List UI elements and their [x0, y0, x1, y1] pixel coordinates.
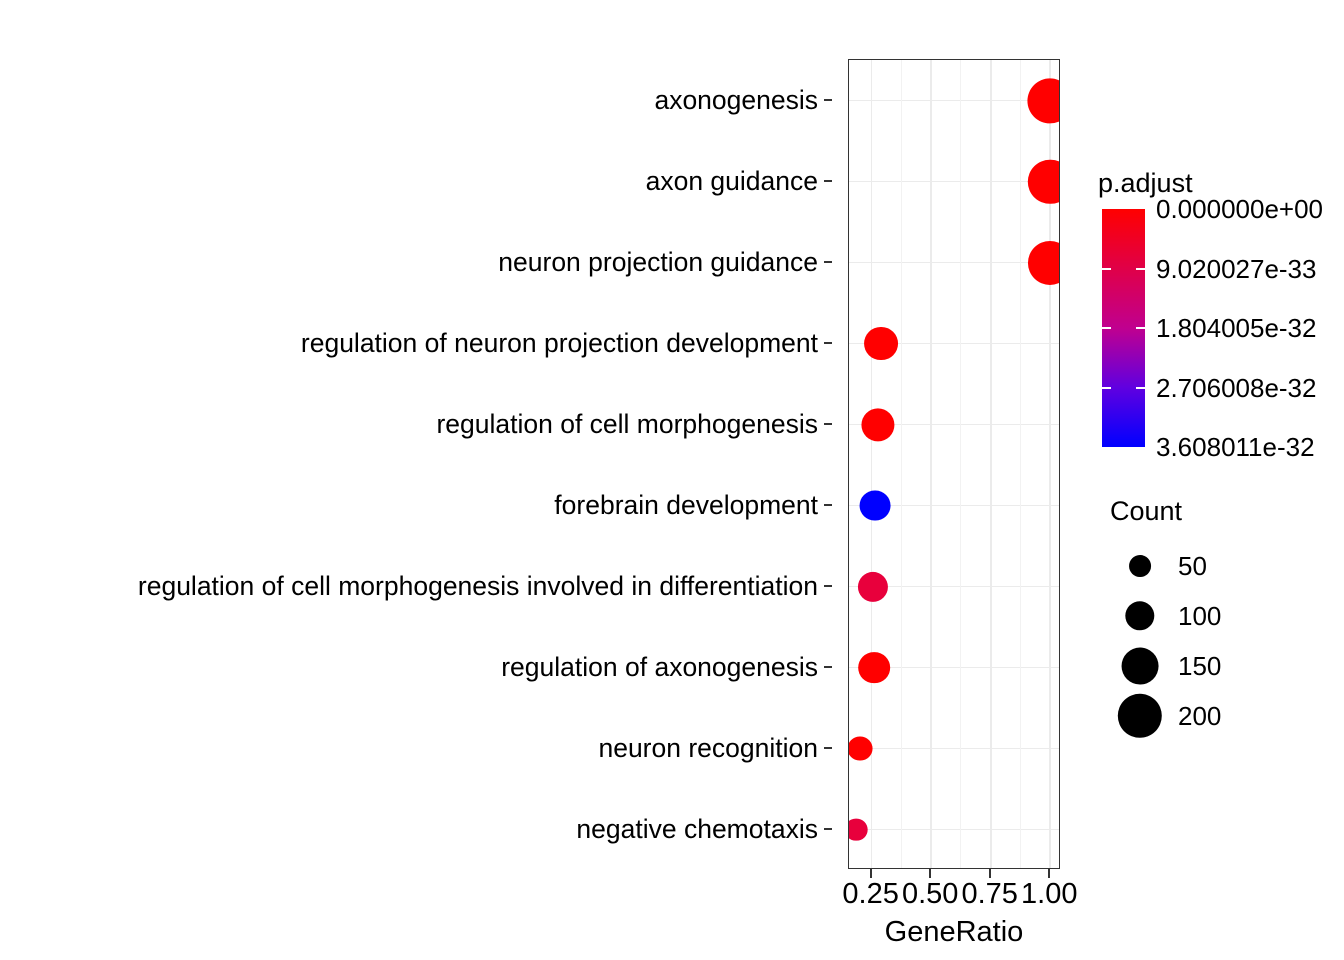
y-axis-tick-mark	[824, 179, 832, 182]
gridline-horizontal	[849, 342, 1059, 345]
gridline-horizontal	[849, 504, 1059, 507]
y-axis-tick-mark	[824, 422, 832, 425]
x-axis-tick-mark	[929, 869, 932, 878]
gridline-vertical-minor	[900, 60, 902, 868]
colorbar-tick-label: 2.706008e-32	[1156, 372, 1317, 403]
y-axis-tick-mark	[824, 584, 832, 587]
data-point-dot	[849, 736, 873, 761]
colorbar-tick-mark	[1102, 327, 1111, 329]
y-axis-tick-label: regulation of cell morphogenesis involve…	[137, 570, 818, 601]
gridline-horizontal	[849, 423, 1059, 426]
size-legend-row: 150	[1098, 641, 1344, 691]
size-legend: Count 50 100 150 200	[1098, 498, 1344, 741]
colorbar-tick-label: 9.020027e-33	[1156, 253, 1317, 284]
gridline-horizontal	[849, 585, 1059, 588]
y-axis-tick-label: neuron recognition	[598, 732, 818, 763]
size-legend-row: 200	[1098, 691, 1344, 741]
x-axis-tick-mark	[1048, 869, 1051, 878]
colorbar-tick-label: 3.608011e-32	[1156, 432, 1315, 462]
y-axis-tick-mark	[824, 665, 832, 668]
colorbar-tick-mark	[1136, 327, 1145, 329]
data-point-dot	[859, 490, 891, 521]
y-axis-tick-mark	[824, 98, 832, 101]
color-legend-title: p.adjust	[1098, 168, 1193, 198]
x-axis-tick-label: 0.50	[901, 878, 959, 910]
y-axis-tick-label: neuron projection guidance	[498, 246, 818, 277]
color-legend: p.adjust 0.000000e+00 9.020027e-33 1.80400…	[1098, 168, 1344, 461]
data-point-dot	[1028, 240, 1059, 285]
y-axis-tick-mark	[824, 260, 832, 263]
size-legend-dot	[1117, 693, 1163, 739]
data-point-dot	[857, 571, 888, 602]
x-axis-tick-label: 0.75	[961, 878, 1018, 910]
y-axis-tick-label: regulation of axonogenesis	[501, 651, 818, 682]
size-legend-label: 200	[1178, 701, 1222, 731]
data-point-dot	[858, 651, 890, 684]
gridline-horizontal	[849, 747, 1059, 750]
size-legend-row: 100	[1098, 591, 1344, 641]
y-axis-tick-label: negative chemotaxis	[576, 813, 818, 844]
gridline-horizontal	[849, 180, 1059, 183]
x-axis-tick-mark	[869, 869, 872, 878]
y-axis-tick-mark	[824, 341, 832, 344]
gridline-vertical-minor	[960, 60, 962, 868]
colorbar-tick-mark	[1102, 386, 1111, 389]
y-axis-tick-label: axonogenesis	[654, 84, 818, 115]
size-legend-dot	[1129, 555, 1151, 577]
colorbar-tick-mark	[1136, 386, 1145, 389]
data-point-dot	[849, 818, 868, 841]
gridline-vertical-major	[870, 60, 873, 868]
size-legend-dot	[1125, 601, 1155, 631]
gridline-horizontal	[849, 828, 1059, 831]
y-axis-tick-label: axon guidance	[645, 165, 818, 196]
data-point-dot	[861, 407, 895, 442]
y-axis-tick-mark	[824, 503, 832, 506]
size-legend-dot	[1121, 647, 1159, 685]
gridline-horizontal	[849, 261, 1059, 264]
y-axis-tick-label: regulation of cell morphogenesis	[436, 408, 818, 439]
gridline-vertical-major	[1049, 60, 1052, 868]
y-axis-tick-mark	[824, 746, 832, 749]
gridline-horizontal	[849, 666, 1059, 669]
x-axis-title: GeneRatio	[884, 916, 1024, 948]
x-axis-tick-mark	[988, 869, 991, 878]
data-point-dot	[864, 326, 899, 361]
y-axis-labels: axonogenesis axon guidance neuron projecti…	[0, 59, 832, 869]
gridline-vertical-major	[989, 60, 992, 868]
colorbar-tick-mark	[1136, 267, 1145, 270]
size-legend-label: 150	[1178, 651, 1222, 681]
data-point-dot	[1027, 77, 1059, 124]
y-axis-tick-label: forebrain development	[554, 489, 818, 520]
y-axis-tick-label: regulation of neuron projection developm…	[300, 327, 818, 358]
x-axis-tick-label: 1.00	[1021, 878, 1078, 910]
plot-panel	[848, 59, 1060, 869]
size-legend-title: Count	[1110, 496, 1183, 526]
colorbar-tick-label: 1.804005e-32	[1156, 313, 1317, 343]
gridline-horizontal	[849, 99, 1059, 102]
colorbar-wrap: 0.000000e+00 9.020027e-33 1.804005e-32 2.70…	[1098, 196, 1338, 460]
size-legend-row: 50	[1098, 541, 1344, 591]
colorbar-tick-label: 0.000000e+00	[1156, 194, 1324, 224]
data-point-dot	[1028, 159, 1059, 204]
size-legend-label: 50	[1178, 551, 1207, 581]
colorbar-tick-mark	[1102, 267, 1111, 270]
x-axis-tick-label: 0.25	[842, 878, 899, 910]
size-legend-rows: 50 100 150 200	[1098, 541, 1344, 741]
gridline-vertical-major	[930, 60, 932, 868]
y-axis-tick-mark	[824, 827, 832, 830]
gridline-vertical-minor	[1020, 60, 1021, 868]
size-legend-label: 100	[1178, 601, 1222, 631]
